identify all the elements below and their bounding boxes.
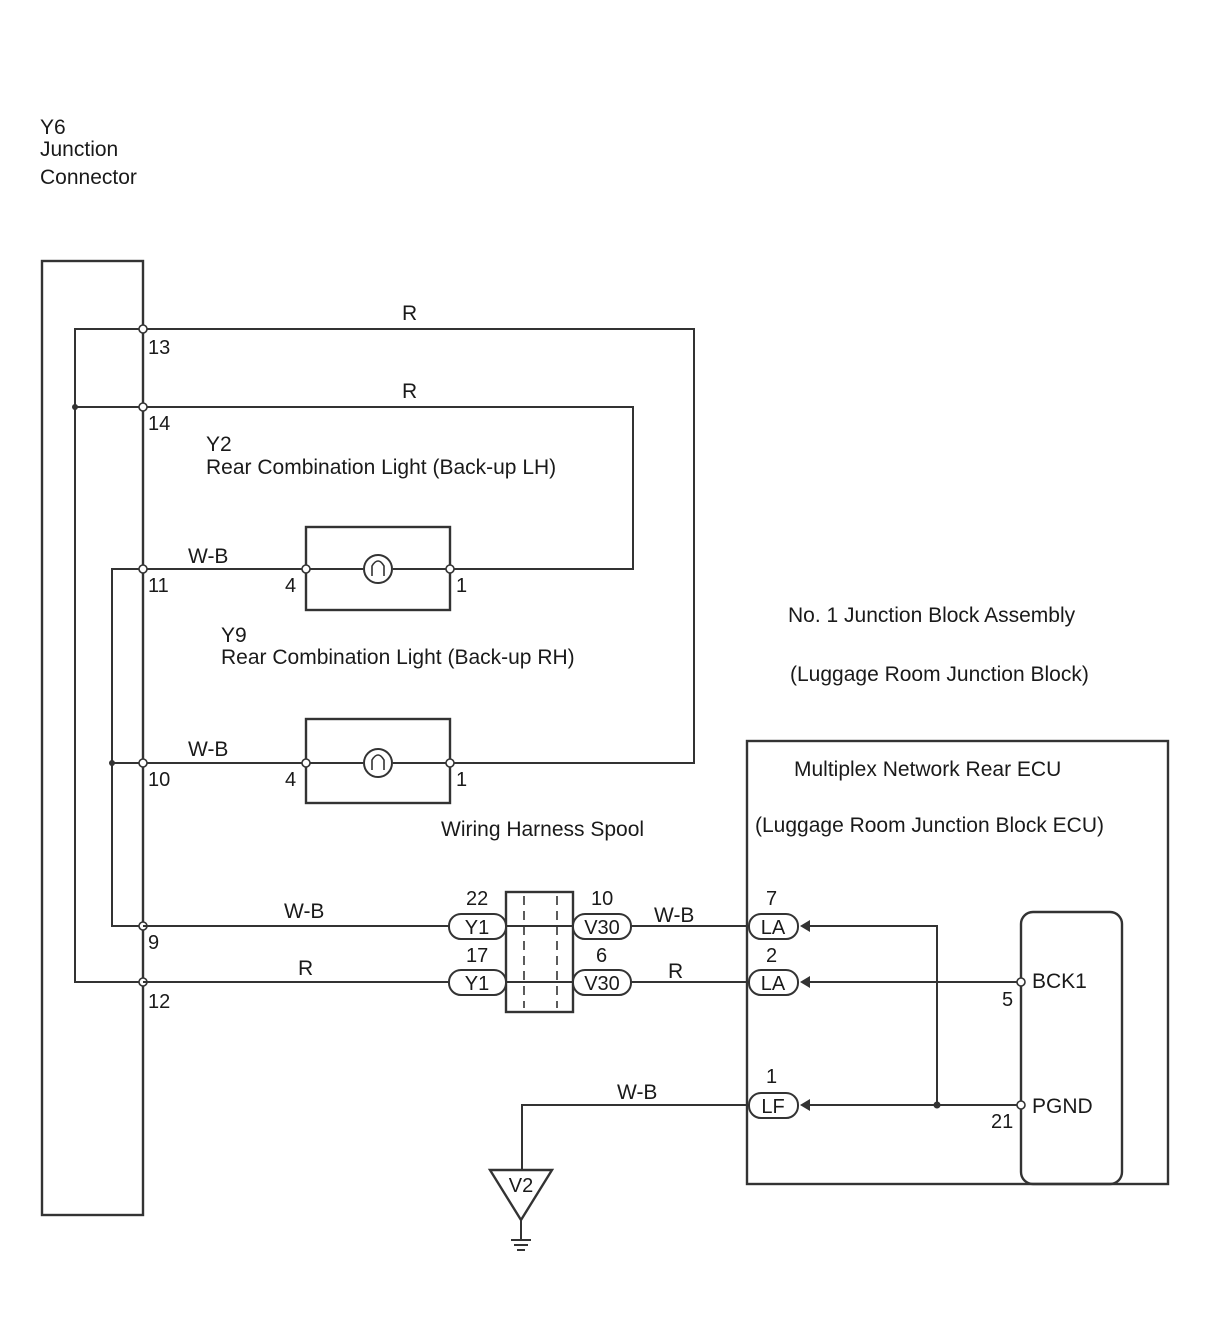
terminal-arrow-icon <box>800 976 810 988</box>
lamp-lh-id: Y2 <box>206 433 232 456</box>
wire-label-r-spool-ecu: R <box>668 960 683 983</box>
la-connector-2 <box>748 969 799 996</box>
v30-connector-row1-label: V30 <box>584 917 620 939</box>
y6-pin-node-14 <box>138 402 148 412</box>
wire-label-wb-11: W-B <box>188 545 228 568</box>
lamp-lh-pin-1: 1 <box>456 575 467 597</box>
junction-block-subtitle: (Luggage Room Junction Block) <box>790 663 1089 686</box>
ecu-pin-7: 7 <box>766 888 777 910</box>
y1-connector-row2 <box>448 969 507 996</box>
lf-connector-label: LF <box>761 1096 784 1118</box>
wire-label-r-12: R <box>298 957 313 980</box>
ecu-box <box>745 739 1170 1186</box>
junction-block-title: No. 1 Junction Block Assembly <box>788 604 1076 627</box>
y6-pin-13: 13 <box>148 337 170 359</box>
la-connector-1-label: LA <box>761 917 786 939</box>
y6-pin-11: 11 <box>148 575 169 597</box>
y6-title-line1: Junction <box>40 138 118 161</box>
wire-label-r-13: R <box>402 302 417 325</box>
y6-pin-node-13 <box>138 324 148 334</box>
lamp-rh-pin-node-1 <box>445 758 455 768</box>
bulb-icon <box>363 554 393 584</box>
spool-pin-17: 17 <box>466 945 488 967</box>
wire-label-wb-10: W-B <box>188 738 228 761</box>
y6-pin-node-11 <box>138 564 148 574</box>
y6-r-internal-loop <box>74 328 143 983</box>
spool-pin-10: 10 <box>591 888 613 910</box>
wire-r-14 <box>143 406 634 570</box>
lamp-lh-pin-4: 4 <box>285 575 296 597</box>
y1-connector-row1 <box>448 913 507 940</box>
spool-title: Wiring Harness Spool <box>441 818 644 841</box>
y6-pin-node-10 <box>138 758 148 768</box>
y1-connector-row1-label: Y1 <box>465 917 489 939</box>
wire-wb-ground <box>521 1104 749 1170</box>
splice-point <box>109 760 115 766</box>
y6-pin-12: 12 <box>148 991 170 1013</box>
ecu-pin-2: 2 <box>766 945 777 967</box>
wire-r-13 <box>143 328 695 764</box>
wire-label-wb-ground: W-B <box>617 1081 657 1104</box>
ecu-subtitle: (Luggage Room Junction Block ECU) <box>755 814 1104 837</box>
ground-icon <box>511 1220 531 1251</box>
ecu-wire-la7-to-pgnd <box>810 925 938 1105</box>
pgnd-pin: 21 <box>991 1111 1013 1133</box>
lamp-rh-pin-4: 4 <box>285 769 296 791</box>
y6-pin-9: 9 <box>148 932 159 954</box>
y6-title-line2: Connector <box>40 166 137 189</box>
bulb-icon <box>363 748 393 778</box>
y6-wb-internal-loop <box>111 568 143 927</box>
wire-label-r-14: R <box>402 380 417 403</box>
lamp-rh-id: Y9 <box>221 624 247 647</box>
pgnd-pin-node <box>1016 1100 1026 1110</box>
spool-pin-6: 6 <box>596 945 607 967</box>
ground-point-v2 <box>487 1168 555 1223</box>
bck1-pin: 5 <box>1002 989 1013 1011</box>
pgnd-label: PGND <box>1032 1095 1093 1118</box>
terminal-arrow-icon <box>800 920 810 932</box>
spool-box <box>504 890 575 1014</box>
ecu-title: Multiplex Network Rear ECU <box>794 758 1061 781</box>
bck1-label: BCK1 <box>1032 970 1087 993</box>
y6-connector-body <box>40 259 145 1217</box>
splice-point <box>933 1101 941 1109</box>
lamp-rh-pin-1: 1 <box>456 769 467 791</box>
wire-label-wb-spool-ecu: W-B <box>654 904 694 927</box>
wire-label-wb-9: W-B <box>284 900 324 923</box>
ecu-pin-1: 1 <box>766 1066 777 1088</box>
la-connector-2-label: LA <box>761 973 786 995</box>
ground-v2-label: V2 <box>509 1175 533 1197</box>
v30-connector-row2-label: V30 <box>584 973 620 995</box>
splice-point <box>72 404 78 410</box>
lamp-lh-name: Rear Combination Light (Back-up LH) <box>206 456 556 479</box>
la-connector-1 <box>748 913 799 940</box>
y6-pin-14: 14 <box>148 413 170 435</box>
y1-connector-row2-label: Y1 <box>465 973 489 995</box>
ecu-inner-module <box>1019 910 1124 1186</box>
terminal-arrow-icon <box>800 1099 810 1111</box>
y6-id: Y6 <box>40 116 66 139</box>
lamp-rh-name: Rear Combination Light (Back-up RH) <box>221 646 575 669</box>
spool-pin-22: 22 <box>466 888 488 910</box>
y6-pin-10: 10 <box>148 769 170 791</box>
lamp-rh-pin-node-4 <box>301 758 311 768</box>
lamp-lh-pin-node-4 <box>301 564 311 574</box>
lamp-lh-pin-node-1 <box>445 564 455 574</box>
bck1-pin-node <box>1016 977 1026 987</box>
